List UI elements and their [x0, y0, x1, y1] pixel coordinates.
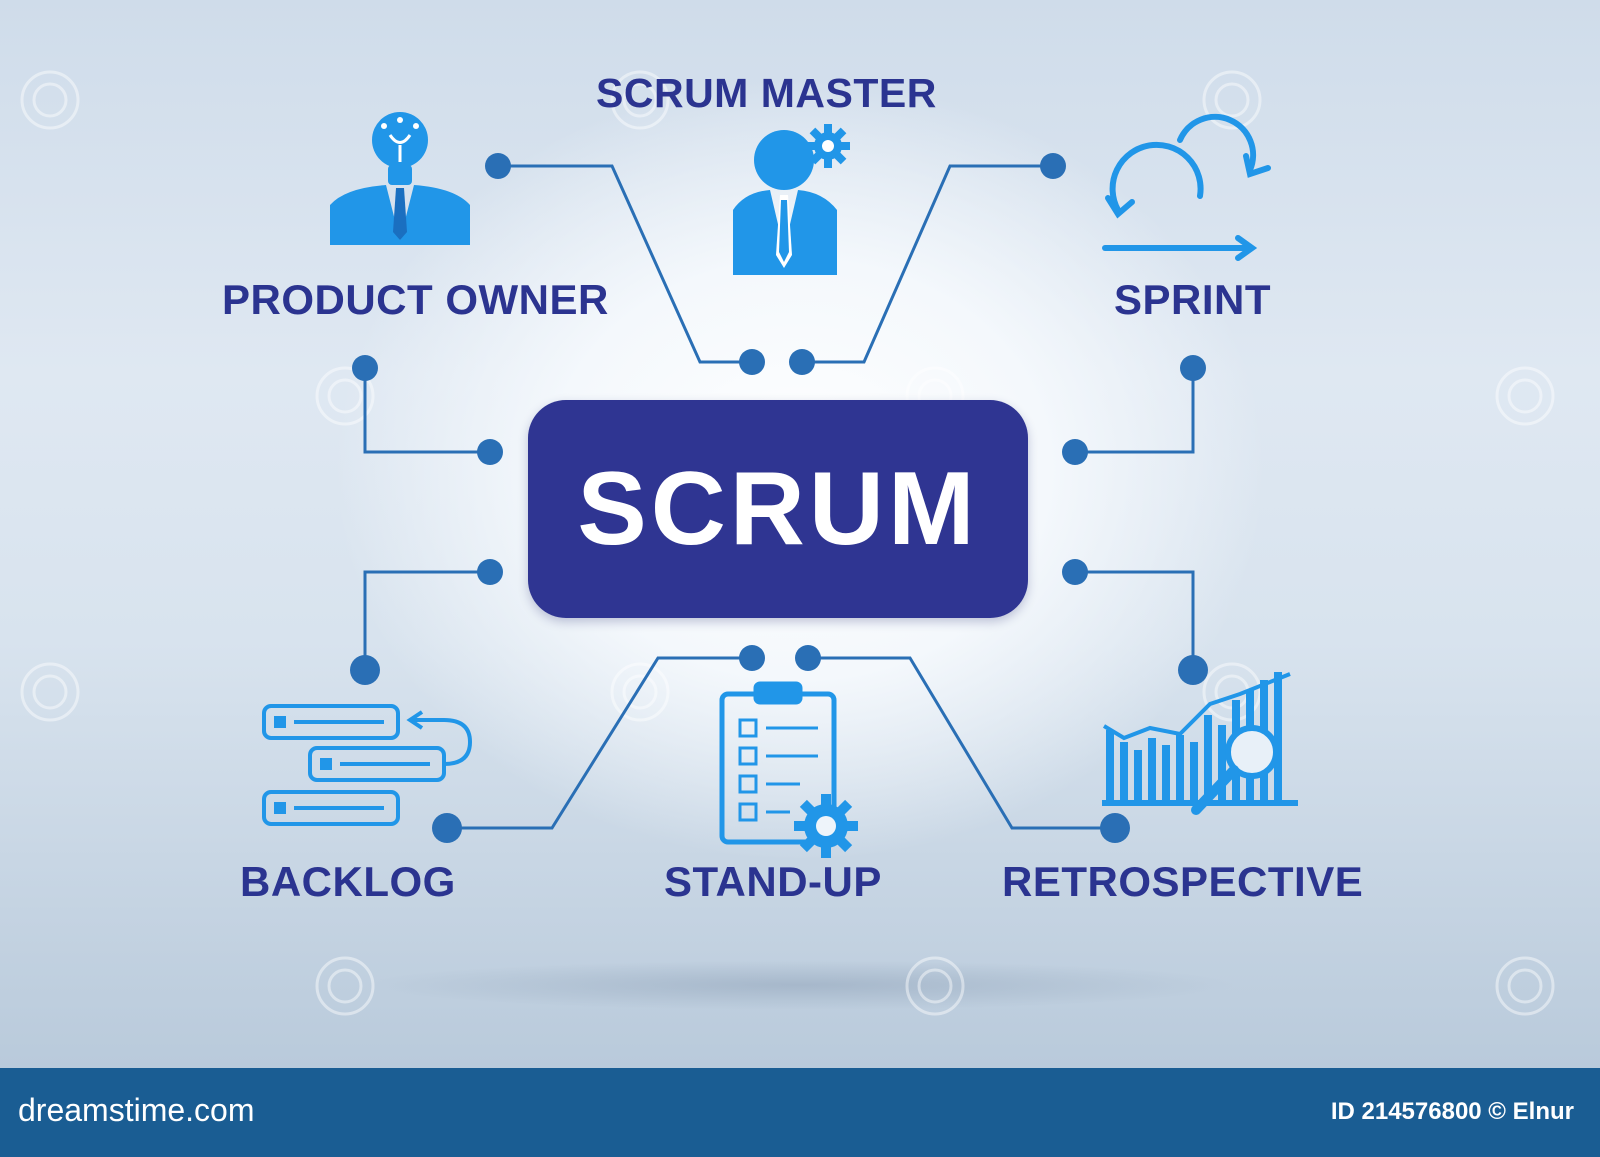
- connector-dot: [1178, 655, 1208, 685]
- footer-site-name: dreamstime.com: [18, 1092, 255, 1128]
- connector-retrospective-side: [1075, 570, 1195, 670]
- connector-dot: [432, 813, 462, 843]
- connector-sprint-top: [802, 164, 1053, 364]
- retrospective-chart-magnifier-icon: [1102, 672, 1298, 815]
- connector-sprint-side: [1075, 368, 1195, 454]
- connector-dot: [350, 655, 380, 685]
- standup-clipboard-gear-icon: [719, 681, 858, 858]
- sprint-cycle-arrows-icon: [1102, 113, 1271, 261]
- standup-label: STAND-UP: [664, 858, 882, 905]
- scrum-master-person-gear-icon: [733, 124, 850, 275]
- connector-dot: [795, 645, 821, 671]
- scrum-master-label: SCRUM MASTER: [596, 70, 937, 116]
- connector-backlog-bottom: [447, 656, 752, 830]
- retrospective-label: RETROSPECTIVE: [1002, 858, 1364, 905]
- backlog-stacked-list-icon: [262, 704, 473, 826]
- scrum-center-box: SCRUM: [528, 400, 1028, 618]
- connector-dot: [1180, 355, 1206, 381]
- connector-lines: [363, 164, 1195, 830]
- diagram-canvas: SCRUM MASTER PRODUCT OWNER SPRINT BACKLO…: [0, 0, 1600, 1068]
- floor-shadow: [360, 960, 1240, 1010]
- connector-dot: [739, 645, 765, 671]
- connector-dot: [1062, 559, 1088, 585]
- connector-dot: [789, 349, 815, 375]
- watermark-spirals: [20, 70, 1555, 1016]
- connector-retrospective-bottom: [808, 656, 1115, 830]
- connector-dot: [739, 349, 765, 375]
- footer-image-id: ID 214576800 © Elnur: [1330, 1098, 1574, 1125]
- connector-dot: [1040, 153, 1066, 179]
- diagram-graphics: [20, 70, 1555, 1016]
- connector-product-owner-top: [498, 164, 752, 364]
- connector-dot: [1062, 439, 1088, 465]
- backlog-label: BACKLOG: [240, 858, 456, 905]
- footer-bar: dreamstime.com ID 214576800 © Elnur: [0, 1068, 1600, 1157]
- product-owner-label: PRODUCT OWNER: [222, 276, 609, 323]
- scrum-center-title: SCRUM: [577, 450, 979, 567]
- connector-dot: [1100, 813, 1130, 843]
- connector-product-owner-side: [363, 368, 490, 454]
- connector-backlog-side: [363, 570, 490, 670]
- connector-dot: [477, 559, 503, 585]
- connector-dots: [350, 153, 1208, 843]
- sprint-label: SPRINT: [1114, 276, 1272, 323]
- connector-dot: [352, 355, 378, 381]
- connector-dot: [485, 153, 511, 179]
- connector-dot: [477, 439, 503, 465]
- product-owner-person-lightbulb-icon: [330, 112, 470, 245]
